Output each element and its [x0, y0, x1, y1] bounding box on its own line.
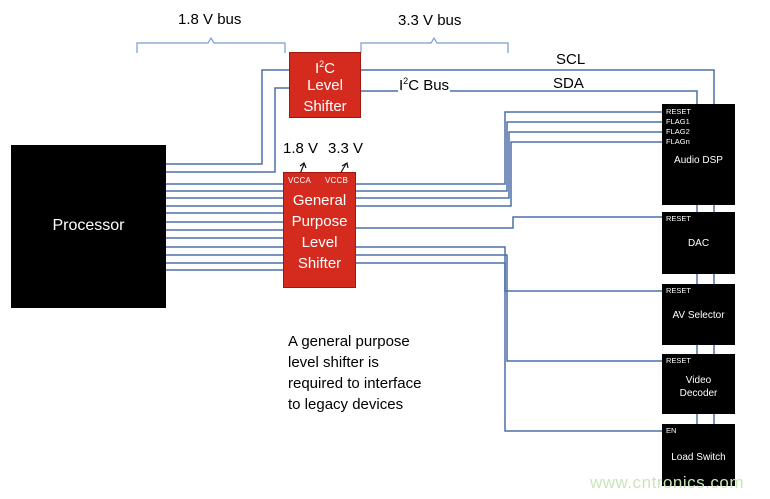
video-decoder-name-2: Decoder — [679, 388, 718, 399]
dsp-flag2-wire — [355, 131, 662, 199]
load-en-wire — [355, 262, 662, 432]
gp-title-line4: Shifter — [297, 255, 342, 272]
dsp-flag1-wire — [355, 121, 662, 192]
scl-label: SCL — [556, 51, 586, 68]
av-reset-wire — [355, 246, 662, 292]
video-decoder-name-1: Video — [685, 375, 712, 386]
brace-1v8 — [136, 36, 286, 53]
brace-3v3 — [360, 36, 509, 53]
dsp-flagn-wire — [355, 141, 662, 207]
bus-3v3-label: 3.3 V bus — [398, 12, 462, 29]
note-line1: A general purpose — [288, 333, 410, 350]
sda-wire-1v8 — [166, 87, 290, 173]
note-line4: to legacy devices — [288, 396, 404, 413]
gp-title-line2: Purpose — [291, 213, 348, 230]
dsp-pin-flagn: FLAGn — [666, 137, 690, 146]
i2c-shifter-line3: Shifter — [303, 98, 347, 115]
note-line2: level shifter is — [288, 354, 379, 371]
i2c-shifter-title: I2C — [314, 59, 336, 77]
sda-label: SDA — [553, 75, 584, 92]
video-reset-wire — [355, 254, 662, 362]
dac-pin-reset: RESET — [666, 214, 692, 223]
av-pin-reset: RESET — [666, 286, 692, 295]
dsp-pin-flag1: FLAG1 — [666, 117, 690, 126]
dac-name: DAC — [687, 238, 710, 249]
gp-title-line3: Level — [301, 234, 338, 251]
dsp-reset-wire — [355, 111, 662, 185]
av-selector-name: AV Selector — [672, 310, 725, 321]
legacy-note: A general purpose level shifter is requi… — [288, 331, 488, 415]
vccb-pin: VCCB — [325, 176, 349, 185]
scl-wire-3v3 — [360, 69, 715, 104]
gp-title-line1: General — [292, 192, 347, 209]
audio-dsp-name: Audio DSP — [674, 155, 723, 166]
dac-block: RESET DAC — [662, 212, 735, 274]
audio-dsp-block: RESET FLAG1 FLAG2 FLAGn Audio DSP — [662, 104, 735, 205]
scl-wire-1v8 — [166, 69, 290, 165]
i2c-level-shifter: I2C Level Shifter — [289, 52, 361, 118]
sda-wire-3v3 — [360, 90, 698, 104]
bus-1v8-label: 1.8 V bus — [178, 11, 242, 28]
av-selector-block: RESET AV Selector — [662, 284, 735, 345]
load-switch-block: EN Load Switch — [662, 424, 735, 486]
processor-label: Processor — [52, 217, 125, 234]
load-pin-en: EN — [666, 426, 677, 435]
watermark: www.cntronics.com — [590, 473, 744, 492]
vccb-voltage: 3.3 V — [328, 140, 364, 157]
i2c-bus-label: I2C Bus — [398, 76, 451, 94]
video-decoder-block: RESET Video Decoder — [662, 354, 735, 414]
i2c-shifter-line2: Level — [307, 77, 343, 94]
dsp-pin-flag2: FLAG2 — [666, 127, 690, 136]
vcca-voltage: 1.8 V — [283, 140, 319, 157]
gp-level-shifter: VCCA VCCB General Purpose Level Shifter — [283, 172, 356, 288]
vcca-pin: VCCA — [288, 176, 312, 185]
video-pin-reset: RESET — [666, 356, 692, 365]
dac-reset-wire — [355, 216, 662, 229]
note-line3: required to interface — [288, 375, 422, 392]
load-switch-name: Load Switch — [671, 452, 726, 463]
processor-block: Processor — [11, 145, 166, 308]
dsp-pin-reset: RESET — [666, 107, 692, 116]
